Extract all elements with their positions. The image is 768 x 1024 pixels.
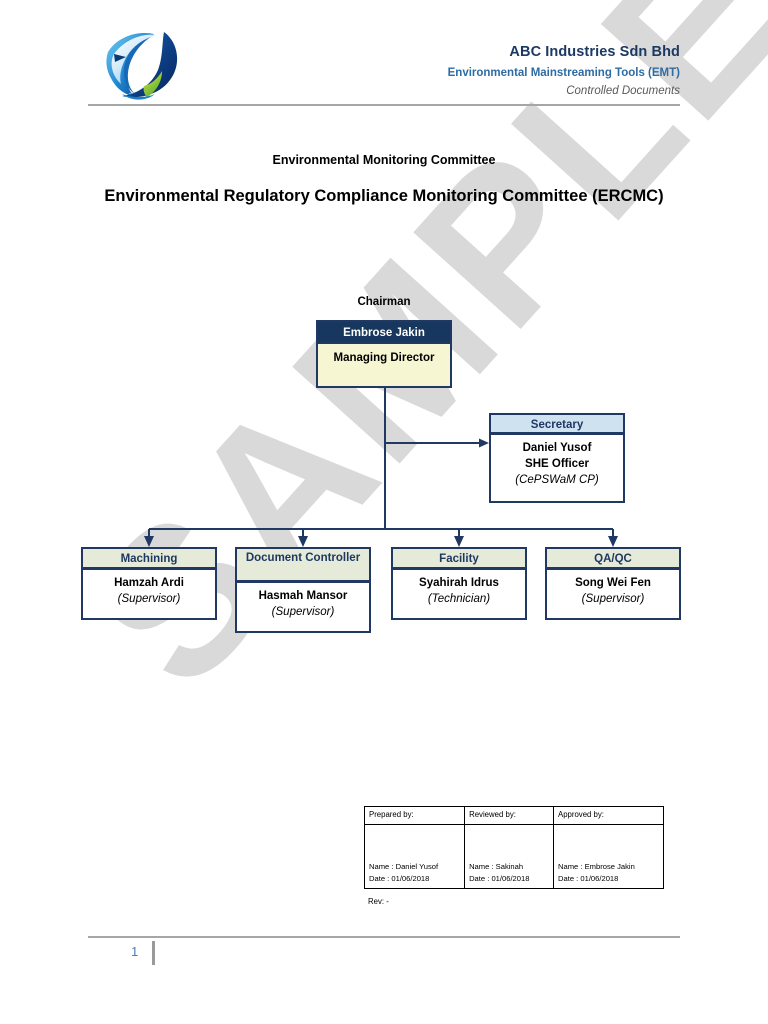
secretary-label: Secretary (491, 415, 623, 435)
org-node-facility[interactable]: Facility Syahirah Idrus (Technician) (391, 547, 527, 620)
page-number-bar (152, 941, 155, 965)
reviewed-by-name: Name : Sakinah (469, 862, 524, 871)
machining-name: Hamzah Ardi (114, 577, 184, 589)
facility-body: Syahirah Idrus (Technician) (393, 570, 525, 618)
header-text-block: ABC Industries Sdn Bhd Environmental Mai… (250, 22, 680, 100)
qaqc-name: Song Wei Fen (575, 577, 651, 589)
qaqc-label: QA/QC (547, 549, 679, 570)
header-divider (88, 104, 680, 106)
company-name: ABC Industries Sdn Bhd (509, 44, 680, 60)
reviewed-by-heading: Reviewed by: (464, 806, 554, 825)
page-title: Environmental Regulatory Compliance Moni… (104, 187, 664, 205)
org-chart: Chairman Embrose Jakin Managing Director… (81, 296, 681, 633)
qaqc-role: (Supervisor) (581, 593, 645, 605)
machining-label: Machining (83, 549, 215, 570)
chairman-body: Managing Director (318, 344, 450, 386)
prepared-by-cell: Name : Daniel Yusof Date : 01/06/2018 (363, 824, 466, 889)
machining-role: (Supervisor) (117, 593, 181, 605)
signature-heading-row: Prepared by: Reviewed by: Approved by: (363, 806, 664, 825)
signature-body-row: Name : Daniel Yusof Date : 01/06/2018 Na… (363, 824, 664, 889)
approved-by-name: Name : Embrose Jakin (558, 862, 635, 871)
prepared-by-date: Date : 01/06/2018 (369, 873, 430, 883)
signature-table: Prepared by: Reviewed by: Approved by: N… (363, 806, 664, 889)
document-controller-body: Hasmah Mansor (Supervisor) (237, 583, 369, 631)
org-node-qaqc[interactable]: QA/QC Song Wei Fen (Supervisor) (545, 547, 681, 620)
document-header: ABC Industries Sdn Bhd Environmental Mai… (88, 22, 680, 104)
reviewed-by-date: Date : 01/06/2018 (469, 873, 530, 883)
page-number: 1 (131, 944, 139, 959)
document-controller-label: Document Controller (237, 549, 369, 583)
org-chart-connectors (144, 388, 618, 547)
facility-label: Facility (393, 549, 525, 570)
org-node-chairman[interactable]: Embrose Jakin Managing Director (316, 320, 452, 388)
header-subtitle: Environmental Mainstreaming Tools (EMT) (447, 67, 680, 79)
approved-by-cell: Name : Embrose Jakin Date : 01/06/2018 (553, 824, 664, 889)
bird-wave-logo-icon (92, 24, 188, 106)
org-node-machining[interactable]: Machining Hamzah Ardi (Supervisor) (81, 547, 217, 620)
committee-label: Environmental Monitoring Committee (272, 153, 496, 167)
document-controller-role: (Supervisor) (271, 606, 335, 618)
prepared-by-name: Name : Daniel Yusof (369, 862, 439, 871)
secretary-name: Daniel Yusof (522, 442, 592, 454)
approved-by-date: Date : 01/06/2018 (558, 873, 619, 883)
org-node-secretary[interactable]: Secretary Daniel Yusof SHE Officer (CePS… (489, 413, 625, 503)
facility-role: (Technician) (427, 593, 491, 605)
revision-label: Rev: - (368, 897, 389, 906)
chairman-title: Managing Director (333, 352, 435, 364)
approved-by-heading: Approved by: (553, 806, 664, 825)
qaqc-body: Song Wei Fen (Supervisor) (547, 570, 679, 618)
document-controller-name: Hasmah Mansor (258, 590, 348, 602)
secretary-body: Daniel Yusof SHE Officer (CePSWaM CP) (491, 435, 623, 499)
prepared-by-heading: Prepared by: (363, 806, 466, 825)
footer-divider (88, 936, 680, 938)
facility-name: Syahirah Idrus (419, 577, 499, 589)
chairman-caption: Chairman (357, 296, 411, 308)
header-tagline: Controlled Documents (566, 85, 680, 97)
reviewed-by-cell: Name : Sakinah Date : 01/06/2018 (464, 824, 554, 889)
org-node-document-controller[interactable]: Document Controller Hasmah Mansor (Super… (235, 547, 371, 633)
machining-body: Hamzah Ardi (Supervisor) (83, 570, 215, 618)
secretary-credential: (CePSWaM CP) (515, 474, 599, 486)
secretary-position: SHE Officer (525, 458, 589, 470)
chairman-name: Embrose Jakin (318, 322, 450, 344)
